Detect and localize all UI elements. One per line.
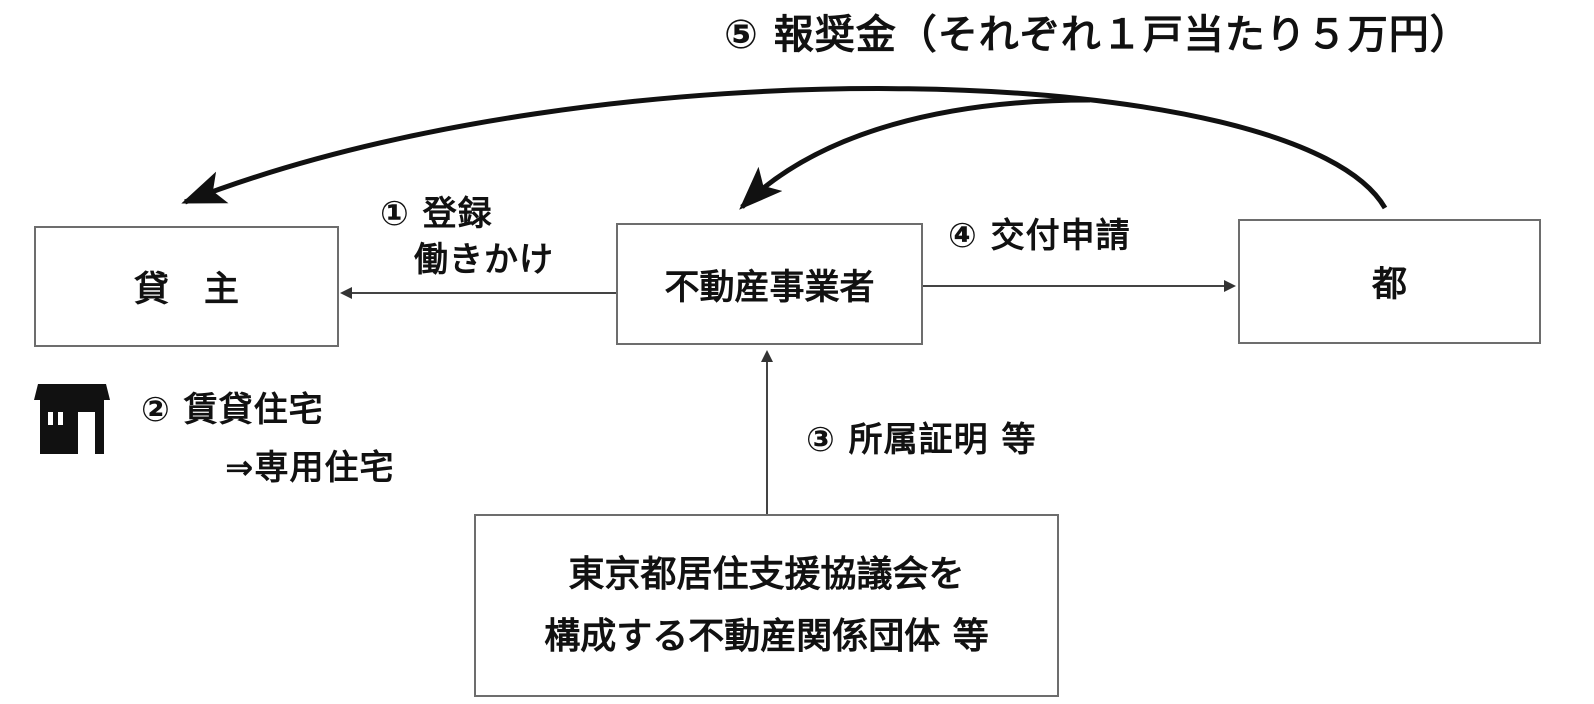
node-lessor-label: 貸 主 [133,270,239,310]
node-council-line2: 構成する不動産関係団体 等 [544,615,989,657]
step1-label-line1: ① 登録 [380,194,493,234]
step3-label: ③ 所属証明 等 [806,420,1037,460]
step4-label: ④ 交付申請 [948,216,1131,256]
step2-label-line2: ⇒専用住宅 [225,448,395,488]
house-icon [34,384,110,454]
node-agent-label: 不動産事業者 [664,267,875,308]
reward-arrow-to-lessor [181,86,1388,210]
node-council: 東京都居住支援協議会を 構成する不動産関係団体 等 [474,514,1059,697]
node-tokyo-label: 都 [1371,265,1407,305]
node-lessor: 貸 主 [34,226,339,347]
step1-label-line2: 働きかけ [414,240,554,280]
node-council-line1: 東京都居住支援協議会を [568,554,965,596]
reward-title: ⑤ 報奨金（それぞれ１戸当たり５万円） [724,12,1471,58]
node-real-estate-agent: 不動産事業者 [616,223,923,345]
node-tokyo: 都 [1238,219,1541,344]
step2-label-line1: ② 賃貸住宅 [141,390,324,430]
reward-arrow-to-agent [739,97,1091,210]
